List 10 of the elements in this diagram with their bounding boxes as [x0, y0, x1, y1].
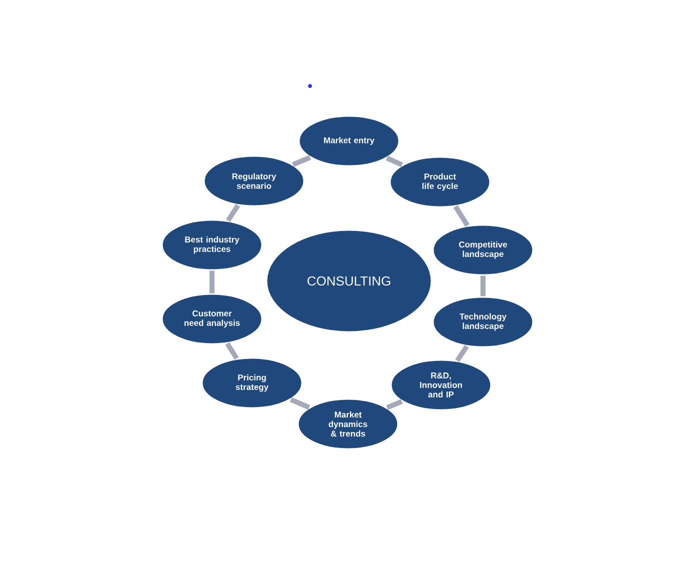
connector-line — [386, 156, 404, 168]
connector-line — [386, 399, 403, 410]
connector-line — [290, 397, 310, 410]
connector-line — [226, 204, 240, 222]
connector-line — [210, 270, 214, 294]
connector-line — [480, 276, 486, 296]
connector-line — [455, 345, 469, 362]
connector-line — [225, 342, 239, 360]
connector-line — [453, 205, 470, 227]
connector-line — [292, 155, 311, 167]
